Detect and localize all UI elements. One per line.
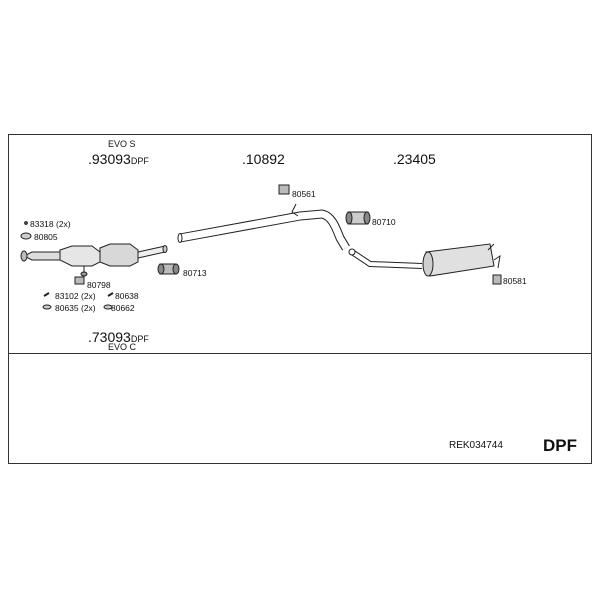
variant-label-bottom: EVO C bbox=[108, 342, 137, 352]
diagram-divider bbox=[8, 353, 592, 354]
clamp-80561-icon bbox=[278, 184, 290, 195]
diagram-frame bbox=[8, 134, 592, 464]
part-number-catalyst-bottom: .73093DPF bbox=[88, 329, 149, 345]
part-label-80581: 80581 bbox=[503, 276, 527, 286]
clamp-80713-icon bbox=[157, 263, 180, 275]
part-label-80561: 80561 bbox=[292, 189, 316, 199]
part-number-rear-silencer: .23405 bbox=[393, 151, 436, 167]
part-label-83102: 83102 (2x) bbox=[55, 291, 96, 301]
gasket-icon bbox=[20, 221, 32, 240]
part-number-catalyst-top: .93093DPF bbox=[88, 151, 149, 167]
part-label-80798: 80798 bbox=[87, 280, 111, 290]
hanger-80581-icon bbox=[492, 274, 502, 285]
part-number-mid-pipe: .10892 bbox=[242, 151, 285, 167]
part-label-80662: 80662 bbox=[111, 303, 135, 313]
part-label-80635: 80635 (2x) bbox=[55, 303, 96, 313]
clamp-80710-icon bbox=[345, 211, 371, 225]
variant-label-top: EVO S bbox=[108, 139, 136, 149]
bolt-icons bbox=[42, 292, 114, 310]
part-label-80710: 80710 bbox=[372, 217, 396, 227]
part-label-80713: 80713 bbox=[183, 268, 207, 278]
part-label-80638: 80638 bbox=[115, 291, 139, 301]
reference-number: REK034744 bbox=[449, 440, 503, 451]
part-label-80805: 80805 bbox=[34, 232, 58, 242]
rear-silencer-drawing bbox=[348, 243, 501, 277]
catalyst-dpf-drawing bbox=[20, 243, 168, 277]
mid-pipe-drawing bbox=[177, 203, 350, 251]
bracket-80798-icon bbox=[74, 276, 85, 285]
part-label-83318: 83318 (2x) bbox=[30, 219, 71, 229]
dpf-type-label: DPF bbox=[543, 436, 577, 455]
